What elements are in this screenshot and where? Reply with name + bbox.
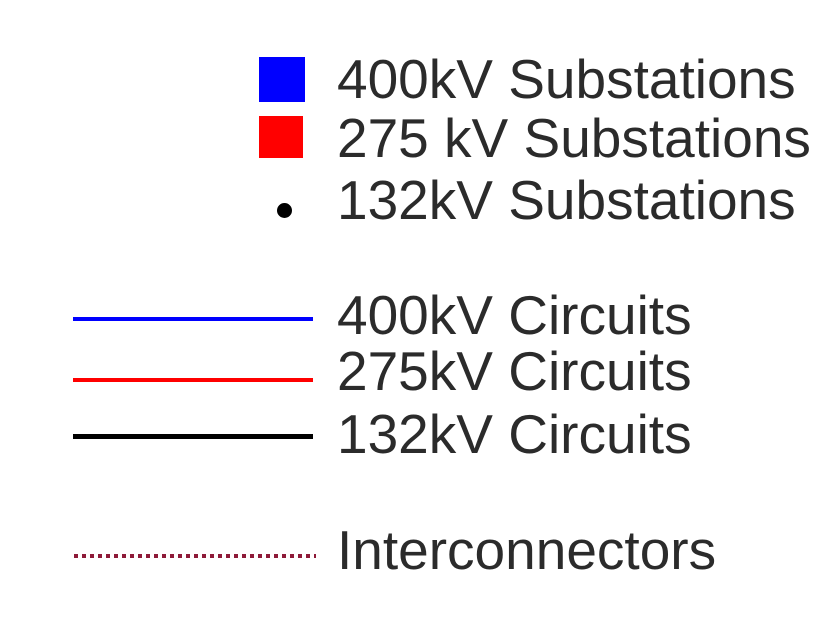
substation-132kv-dot-icon bbox=[277, 203, 292, 218]
legend-label-275kv-substations: 275 kV Substations bbox=[337, 107, 811, 169]
circuit-132kv-line-icon bbox=[73, 434, 313, 439]
legend-label-400kv-substations: 400kV Substations bbox=[337, 48, 796, 110]
substation-275kv-square-icon bbox=[259, 116, 303, 158]
interconnector-dotted-line-icon bbox=[74, 554, 316, 558]
substation-400kv-square-icon bbox=[259, 57, 305, 102]
legend-label-132kv-substations: 132kV Substations bbox=[337, 169, 796, 231]
legend-label-132kv-circuits: 132kV Circuits bbox=[337, 403, 692, 465]
legend-label-275kv-circuits: 275kV Circuits bbox=[337, 340, 692, 402]
circuit-400kv-line-icon bbox=[73, 317, 313, 321]
circuit-275kv-line-icon bbox=[73, 378, 313, 382]
legend-label-interconnectors: Interconnectors bbox=[337, 519, 717, 581]
legend-label-400kv-circuits: 400kV Circuits bbox=[337, 284, 692, 346]
